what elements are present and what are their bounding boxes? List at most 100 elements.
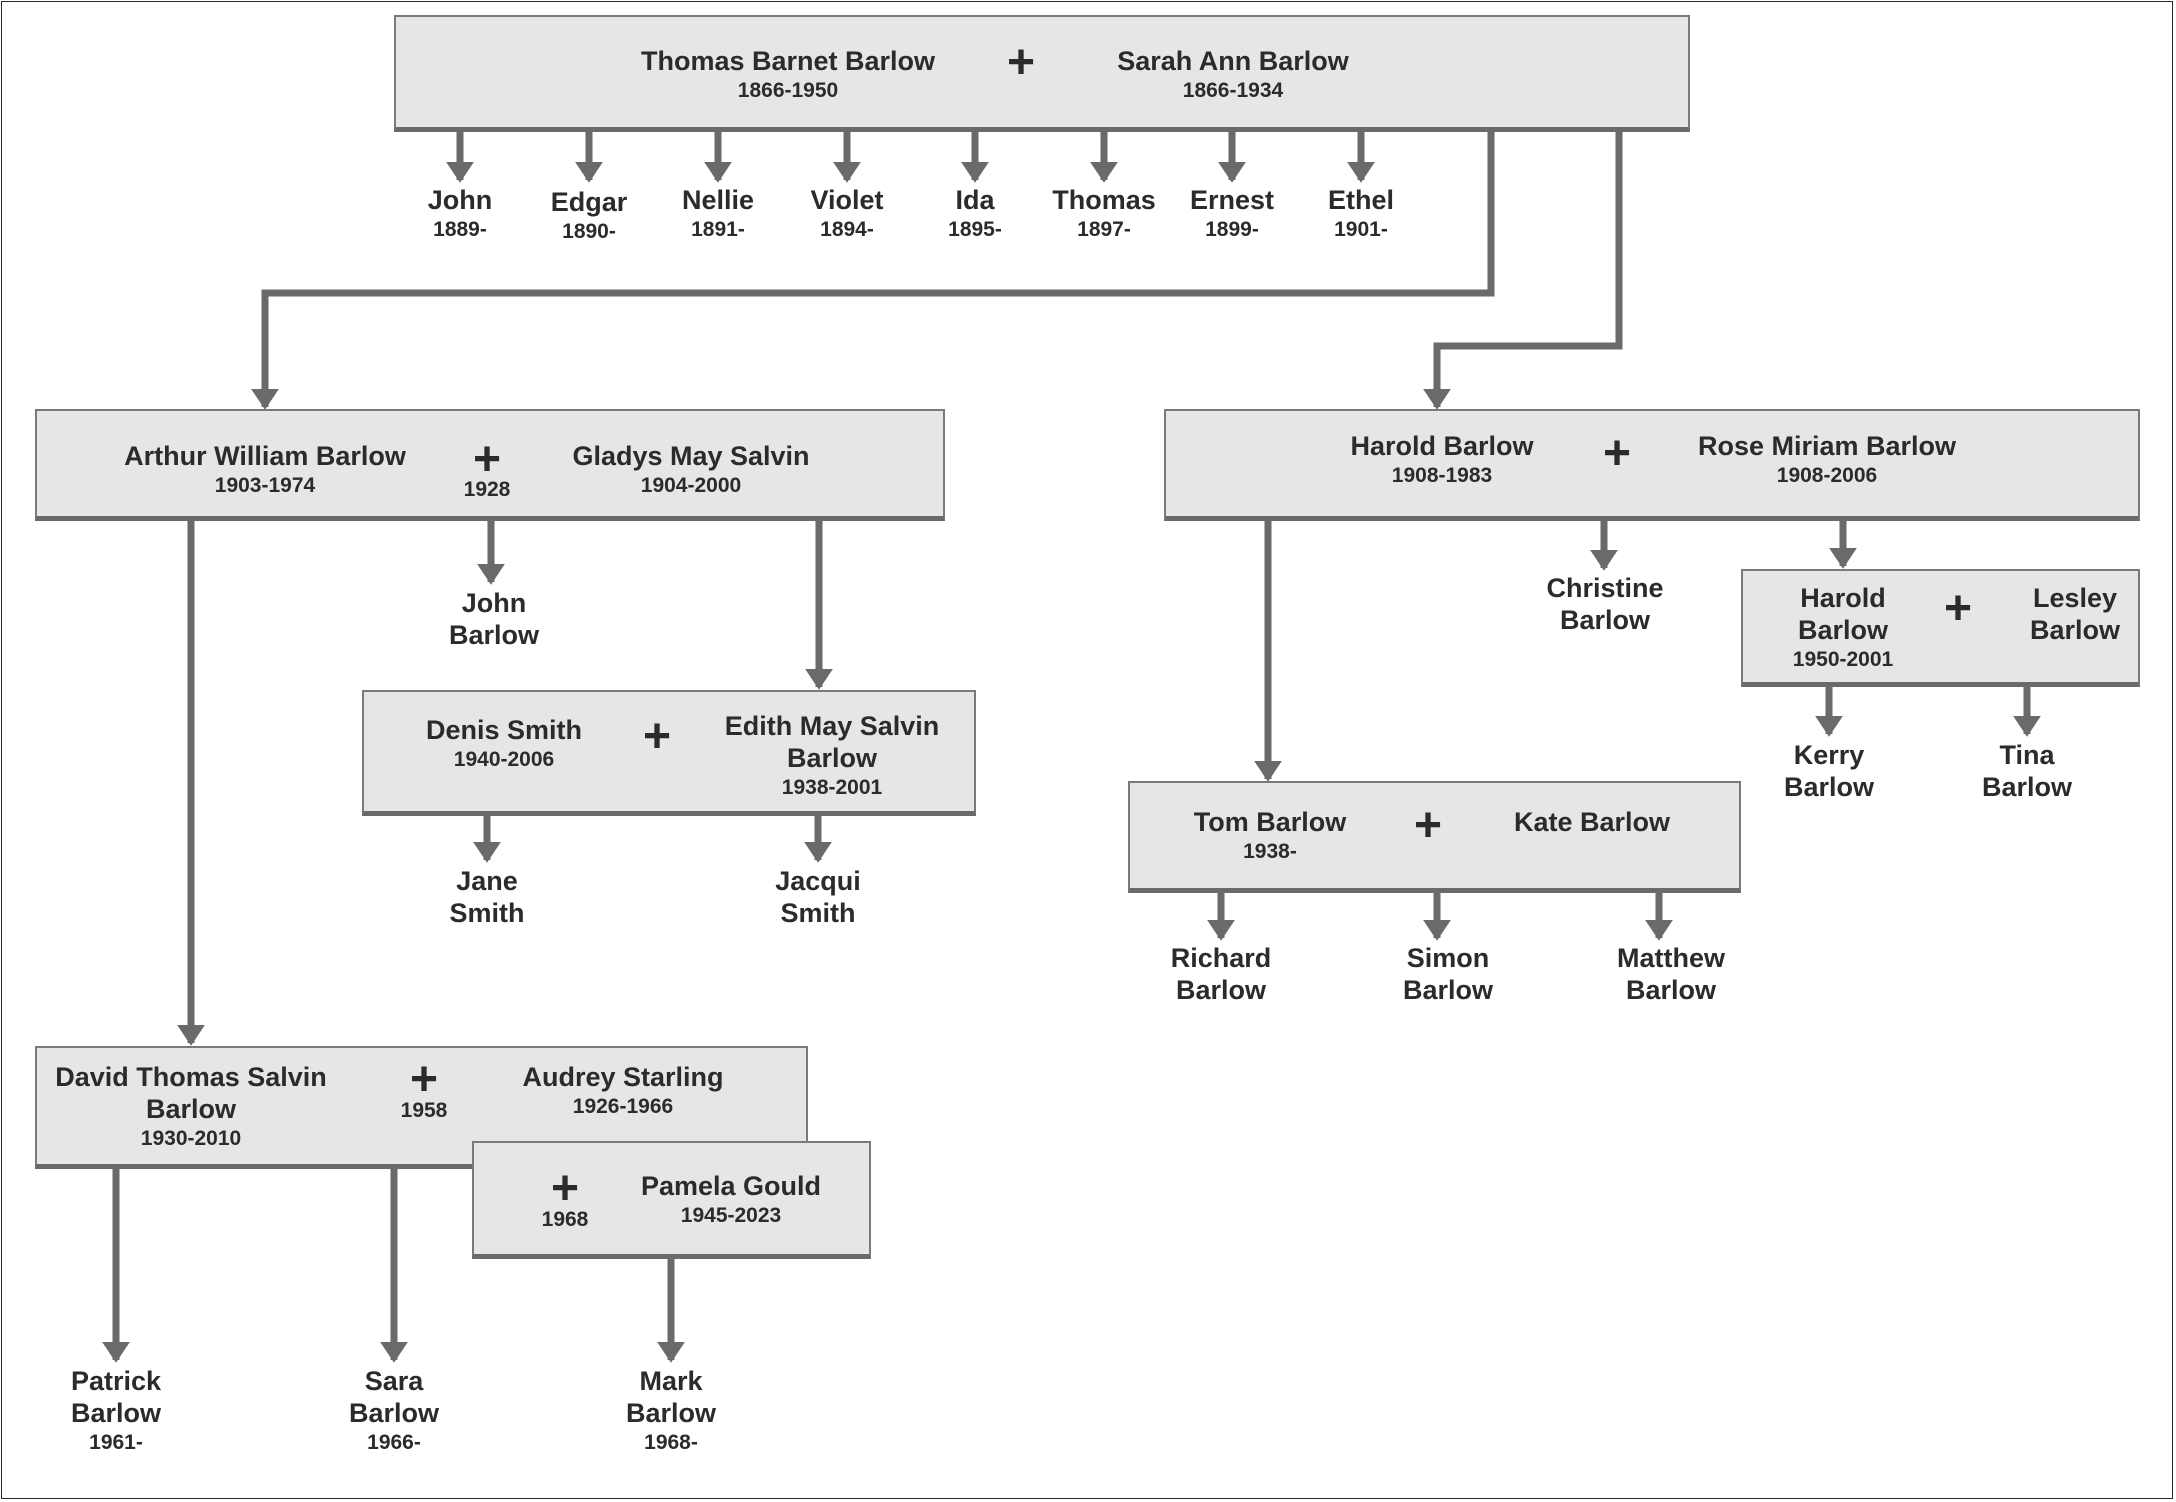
child-name-line2: Barlow — [1981, 772, 2073, 802]
person-lesley-barlow: Lesley Barlow — [2030, 582, 2120, 646]
child-dates: 1890- — [562, 220, 616, 243]
person-audrey-starling: Audrey Starling 1926-1966 — [522, 1061, 723, 1121]
child-name-line2: Smith — [780, 898, 856, 928]
child-name-line2: Barlow — [1402, 975, 1494, 1005]
child-dates: 1961- — [89, 1431, 143, 1454]
person-name-line2: Barlow — [786, 743, 878, 773]
child-name-line1: Sara — [364, 1366, 424, 1396]
person-name-line1: Harold — [1800, 583, 1886, 613]
child-name-line1: Christine — [1546, 573, 1664, 603]
person-name: Rose Miriam Barlow — [1697, 431, 1957, 461]
child-mark-barlow: Mark Barlow 1968- — [626, 1365, 716, 1457]
child-jacqui-smith: Jacqui Smith — [775, 865, 861, 929]
child-name-line1: Tina — [1999, 740, 2055, 770]
child-name-line1: John — [461, 588, 527, 618]
person-name: Harold Barlow — [1350, 431, 1534, 461]
person-pamela-gould: Pamela Gould 1945-2023 — [641, 1170, 821, 1230]
person-harold-barlow: Harold Barlow 1908-1983 — [1350, 430, 1533, 490]
person-dates: 1938- — [1243, 840, 1297, 863]
marriage-plus: + — [1943, 582, 1973, 635]
person-gladys-may-salvin: Gladys May Salvin 1904-2000 — [572, 440, 809, 500]
marriage-plus: + — [1006, 36, 1036, 89]
child-edgar: Edgar 1890- — [551, 186, 628, 246]
person-kate-barlow: Kate Barlow — [1514, 806, 1670, 838]
person-dates: 1908-1983 — [1391, 464, 1493, 487]
child-kerry-barlow: Kerry Barlow — [1784, 739, 1874, 803]
person-sarah-ann-barlow: Sarah Ann Barlow 1866-1934 — [1117, 45, 1349, 105]
harold-jr-couple-box — [1741, 569, 2140, 687]
person-dates: 1945-2023 — [680, 1204, 782, 1227]
child-name: John — [427, 185, 493, 215]
person-tom-barlow: Tom Barlow 1938- — [1194, 806, 1347, 866]
child-name-line2: Barlow — [70, 1398, 162, 1428]
marriage-year: 1928 — [463, 478, 511, 501]
person-arthur-william-barlow: Arthur William Barlow 1903-1974 — [124, 440, 406, 500]
person-dates: 1950-2001 — [1792, 648, 1894, 671]
child-name: Ethel — [1327, 185, 1395, 215]
child-christine-barlow: Christine Barlow — [1546, 572, 1663, 636]
person-edith-may-salvin-barlow: Edith May Salvin Barlow 1938-2001 — [725, 710, 940, 802]
marriage-plus: + — [1602, 427, 1632, 480]
person-name: Denis Smith — [425, 715, 583, 745]
child-name-line2: Barlow — [625, 1398, 717, 1428]
person-denis-smith: Denis Smith 1940-2006 — [426, 714, 582, 774]
person-name: Sarah Ann Barlow — [1117, 46, 1349, 76]
person-dates: 1866-1934 — [1182, 79, 1284, 102]
child-patrick-barlow: Patrick Barlow 1961- — [71, 1365, 161, 1457]
person-harold-barlow-jr: Harold Barlow 1950-2001 — [1793, 582, 1893, 674]
person-name: Gladys May Salvin — [572, 441, 810, 471]
child-dates: 1899- — [1205, 218, 1259, 241]
child-name-line2: Barlow — [1175, 975, 1267, 1005]
person-name-line2: Barlow — [1797, 615, 1889, 645]
marriage-plus: + — [642, 710, 672, 763]
person-dates: 1903-1974 — [214, 474, 316, 497]
child-name-line2: Barlow — [1783, 772, 1875, 802]
root-couple-box — [394, 15, 1690, 132]
person-dates: 1866-1950 — [737, 79, 839, 102]
child-dates: 1891- — [691, 218, 745, 241]
person-dates: 1940-2006 — [453, 748, 555, 771]
child-sara-barlow: Sara Barlow 1966- — [349, 1365, 439, 1457]
child-name-line2: Smith — [449, 898, 525, 928]
child-john-barlow: John Barlow — [449, 587, 539, 651]
child-name-line1: Jane — [456, 866, 518, 896]
person-name-line2: Barlow — [2029, 615, 2121, 645]
child-name-line2: Barlow — [448, 620, 540, 650]
child-name: Ernest — [1189, 185, 1275, 215]
pamela-couple-box — [472, 1141, 871, 1259]
child-thomas: Thomas 1897- — [1052, 184, 1156, 244]
marriage-year: 1958 — [400, 1099, 448, 1122]
child-tina-barlow: Tina Barlow — [1982, 739, 2072, 803]
person-name-line2: Barlow — [145, 1094, 237, 1124]
child-ethel: Ethel 1901- — [1328, 184, 1394, 244]
harold-couple-box — [1164, 409, 2140, 521]
person-name-line1: Edith May Salvin — [724, 711, 940, 741]
arrow-to-harold — [1423, 132, 1623, 410]
arrow-to-arthur — [251, 132, 1495, 410]
person-name: Arthur William Barlow — [124, 441, 406, 471]
child-dates: 1968- — [644, 1431, 698, 1454]
arthur-couple-box — [35, 409, 945, 521]
child-dates: 1901- — [1334, 218, 1388, 241]
person-name: Pamela Gould — [640, 1171, 822, 1201]
tom-couple-box — [1128, 781, 1741, 893]
child-ernest: Ernest 1899- — [1190, 184, 1274, 244]
person-name: Thomas Barnet Barlow — [640, 46, 936, 76]
child-name-line2: Barlow — [1559, 605, 1651, 635]
person-dates: 1926-1966 — [572, 1095, 674, 1118]
person-dates: 1908-2006 — [1776, 464, 1878, 487]
child-matthew-barlow: Matthew Barlow — [1617, 942, 1725, 1006]
person-name: Kate Barlow — [1513, 807, 1671, 837]
child-name: Violet — [810, 185, 884, 215]
marriage-year-second: 1968 — [541, 1208, 589, 1231]
smith-couple-box — [362, 690, 976, 816]
child-ida: Ida 1895- — [948, 184, 1002, 244]
child-dates: 1897- — [1077, 218, 1131, 241]
child-dates: 1895- — [948, 218, 1002, 241]
child-dates: 1966- — [367, 1431, 421, 1454]
child-name: Thomas — [1052, 185, 1156, 215]
child-name-line1: Simon — [1406, 943, 1490, 973]
person-name: Audrey Starling — [522, 1062, 724, 1092]
child-name-line1: Kerry — [1793, 740, 1865, 770]
person-thomas-barnet-barlow: Thomas Barnet Barlow 1866-1950 — [641, 45, 935, 105]
